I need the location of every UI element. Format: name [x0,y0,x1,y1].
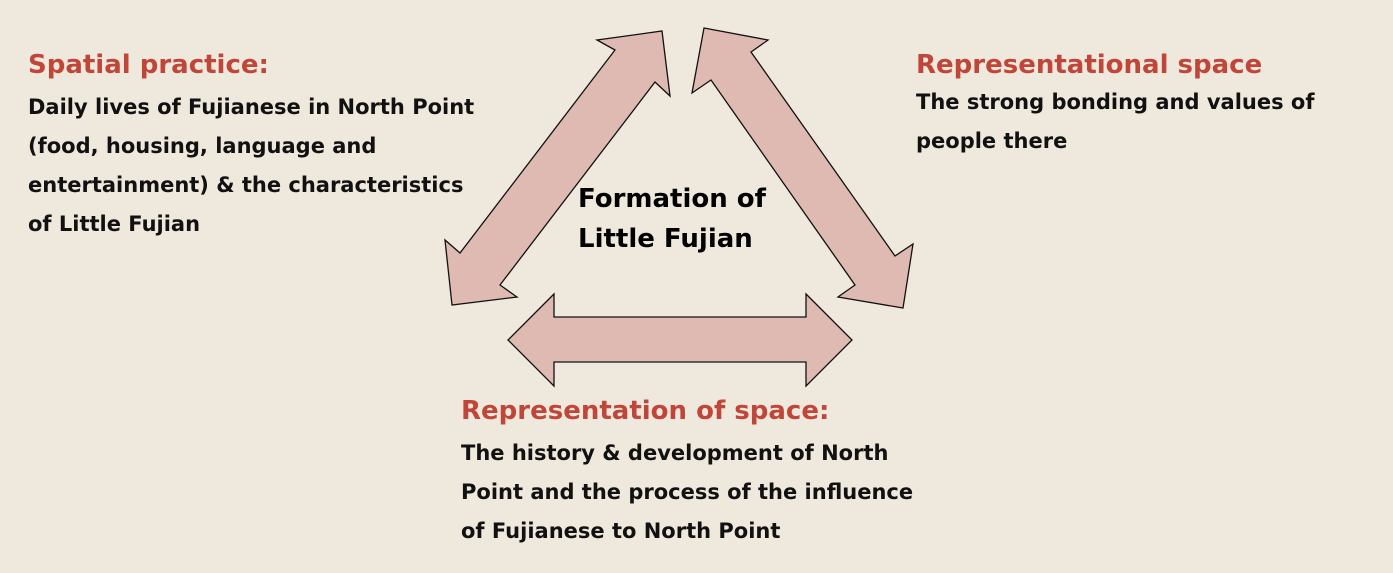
representation-of-space-line: of Fujianese to North Point [461,519,781,543]
center-label-line-1: Formation of [578,184,766,214]
representational-space-line: The strong bonding and values of [916,90,1315,114]
representation-of-space-description: The history & development of North Point… [461,434,913,551]
representational-space-line: people there [916,129,1068,153]
representational-space-heading: Representational space [916,50,1263,80]
spatial-practice-line: (food, housing, language and [28,134,377,158]
right-double-arrow [691,27,914,309]
spatial-practice-heading: Spatial practice: [28,50,269,80]
representation-of-space-line: Point and the process of the influence [461,480,914,504]
representation-of-space-line: The history & development of North [461,441,889,465]
spatial-practice-line: of Little Fujian [28,212,201,236]
left-double-arrow [444,30,671,306]
spatial-practice-line: Daily lives of Fujianese in North Point [28,95,475,119]
center-label-line-2: Little Fujian [578,224,753,254]
bottom-double-arrow [507,292,853,388]
center-label: Formation of Little Fujian [578,179,766,259]
spatial-practice-line: entertainment) & the characteristics [28,173,464,197]
representation-of-space-heading: Representation of space: [461,396,830,426]
representational-space-description: The strong bonding and values of people … [916,83,1314,161]
spatial-practice-description: Daily lives of Fujianese in North Point … [28,88,474,244]
